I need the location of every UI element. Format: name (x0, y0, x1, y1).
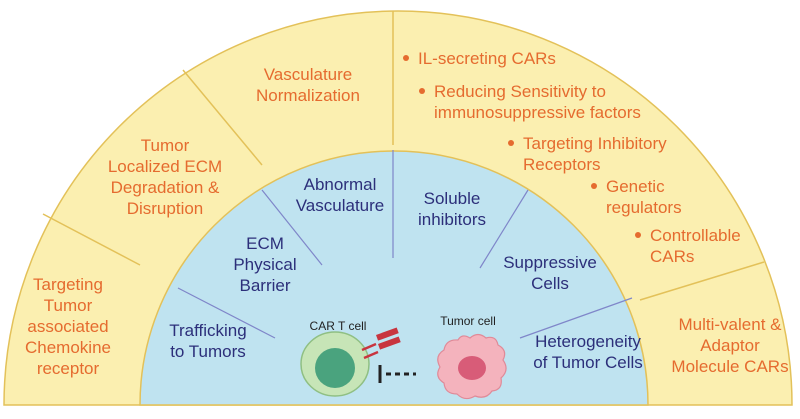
car-t-cell-nucleus (315, 348, 355, 388)
car-t-cell-icon (300, 327, 401, 397)
text-line: regulators (606, 198, 682, 217)
text-line: of Tumor Cells (533, 353, 643, 372)
outer-divider (42, 213, 141, 266)
text-line: Tumor (141, 136, 190, 155)
text-line: Targeting Inhibitory (523, 134, 667, 153)
outer-dividers (42, 11, 765, 301)
inner-divider (261, 189, 323, 266)
text-line: Multi-valent & (679, 315, 783, 334)
text-line: ECM (246, 234, 284, 253)
text-line: Abnormal (304, 175, 377, 194)
bullet-dot (403, 55, 409, 61)
text-line: Degradation & (111, 178, 220, 197)
text-line: Molecule CARs (671, 357, 788, 376)
text-line: associated (27, 317, 108, 336)
text-line: Vasculature (296, 196, 385, 215)
text-line: Controllable (650, 226, 741, 245)
text-line: Cells (531, 274, 569, 293)
text-line: inhibitors (418, 210, 486, 229)
text-line: Normalization (256, 86, 360, 105)
car-receptor-head (378, 336, 401, 350)
tumor-cell-nucleus (458, 356, 486, 380)
text-line: Targeting (33, 275, 103, 294)
inner-segment-trafficking: Trafficking to Tumors (169, 321, 246, 361)
bullet-dot (419, 88, 425, 94)
text-line: Suppressive (503, 253, 597, 272)
bullet-dot (508, 140, 514, 146)
inner-segment-heterogeneity: Heterogeneity of Tumor Cells (533, 332, 643, 372)
inner-divider (519, 297, 633, 339)
text-line: Barrier (239, 276, 290, 295)
text-line: Reducing Sensitivity to (434, 82, 606, 101)
inner-semicircle (139, 150, 649, 406)
text-line: Physical (233, 255, 296, 274)
inner-segment-soluble-inhibitors: Soluble inhibitors (418, 189, 486, 229)
outer-divider (639, 261, 765, 301)
text-line: Disruption (127, 199, 204, 218)
text-line: Heterogeneity (535, 332, 641, 351)
bullet-dot (635, 232, 641, 238)
inhibition-icon (378, 365, 416, 383)
text-line: Adaptor (700, 336, 760, 355)
inner-dividers (177, 150, 633, 339)
bullet-genetic-regulators: Genetic regulators (606, 177, 682, 217)
bullet-list: IL-secreting CARs Reducing Sensitivity t… (403, 49, 741, 266)
bullet-dot (591, 183, 597, 189)
text-line: to Tumors (170, 342, 246, 361)
text-line: immunosuppressive factors (434, 103, 641, 122)
car-receptor-stem (363, 350, 379, 360)
text-line: receptor (37, 359, 100, 378)
text-line: CARs (650, 247, 694, 266)
inner-divider (479, 189, 529, 269)
text-line: Vasculature (264, 65, 353, 84)
car-receptor-stem (361, 342, 377, 352)
bullet-reducing-sensitivity: Reducing Sensitivity to immunosuppressive… (434, 82, 641, 122)
text-line: Receptors (523, 155, 600, 174)
text-line: Tumor (44, 296, 93, 315)
tumor-cell-icon (437, 333, 507, 400)
outer-divider (182, 69, 263, 166)
bullet-il-secreting: IL-secreting CARs (418, 49, 556, 68)
car-t-cell-label: CAR T cell (310, 319, 367, 333)
inner-divider (177, 287, 276, 339)
text-line: Localized ECM (108, 157, 222, 176)
car-receptor-head (376, 327, 399, 341)
tumor-cell-label: Tumor cell (440, 314, 496, 328)
text-line: Genetic (606, 177, 665, 196)
text-line: Soluble (424, 189, 481, 208)
text-line: Chemokine (25, 338, 111, 357)
text-line: IL-secreting CARs (418, 49, 556, 68)
text-line: Trafficking (169, 321, 246, 340)
